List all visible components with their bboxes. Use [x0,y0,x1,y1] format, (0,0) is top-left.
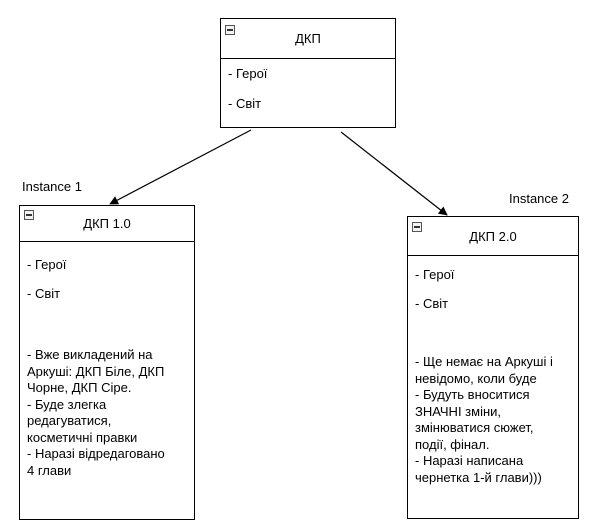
note-line: - Ще немає на Аркуші і [415,354,553,369]
note-line: косметичні правки [27,429,138,445]
top-class-title: ДКП [295,31,321,46]
note-line: ЗНАЧНІ зміни, [415,403,502,419]
instance2-title: ДКП 2.0 [469,229,517,244]
note-line: - Буде злегка [27,396,107,412]
top-class-box[interactable]: ДКП - Герої - Світ [220,18,396,128]
note-line: - Наразі відредаговано [27,446,165,461]
note-line: Аркуші: ДКП Біле, ДКП [27,363,165,379]
note-line: змінюватися сюжет, [415,420,534,435]
instance1-header: ДКП 1.0 [20,206,194,242]
attribute-world: - Світ [228,96,262,111]
instance1-box[interactable]: ДКП 1.0 - Герої - Світ - Вже викладений … [19,205,195,520]
note-line: чернетка 1-й глави))) [415,469,542,485]
collapse-icon[interactable] [24,210,34,220]
attribute-world: - Світ [415,296,449,311]
note-line: події, фінал. [415,436,490,452]
attribute-heroes: - Герої [415,267,455,282]
instance1-notes: - Вже викладений на Аркуші: ДКП Біле, ДК… [27,347,165,479]
top-class-header: ДКП [221,19,395,59]
attribute-heroes: - Герої [27,257,67,272]
note-line: - Наразі написана [415,453,524,468]
instance2-label: Instance 2 [509,191,569,206]
attribute-heroes: - Герої [228,66,268,81]
instance2-header: ДКП 2.0 [408,217,578,256]
collapse-icon[interactable] [412,222,422,232]
note-line: невідомо, коли буде [415,370,537,386]
attribute-world: - Світ [27,286,61,301]
instance1-label: Instance 1 [22,179,82,194]
collapse-icon[interactable] [225,25,235,35]
arrow-to-instance1 [109,129,252,205]
note-line: 4 глави [27,462,72,478]
note-line: - Вже викладений на [27,347,153,362]
note-line: редагуватися, [27,413,112,428]
note-line: Чорне, ДКП Сіре. [27,380,132,395]
arrow-to-instance2 [340,131,448,216]
instance1-title: ДКП 1.0 [83,216,131,231]
instance2-box[interactable]: ДКП 2.0 - Герої - Світ - Ще немає на Арк… [407,216,579,519]
instance2-notes: - Ще немає на Аркуші і невідомо, коли бу… [415,354,553,486]
note-line: - Будуть вноситися [415,387,530,402]
